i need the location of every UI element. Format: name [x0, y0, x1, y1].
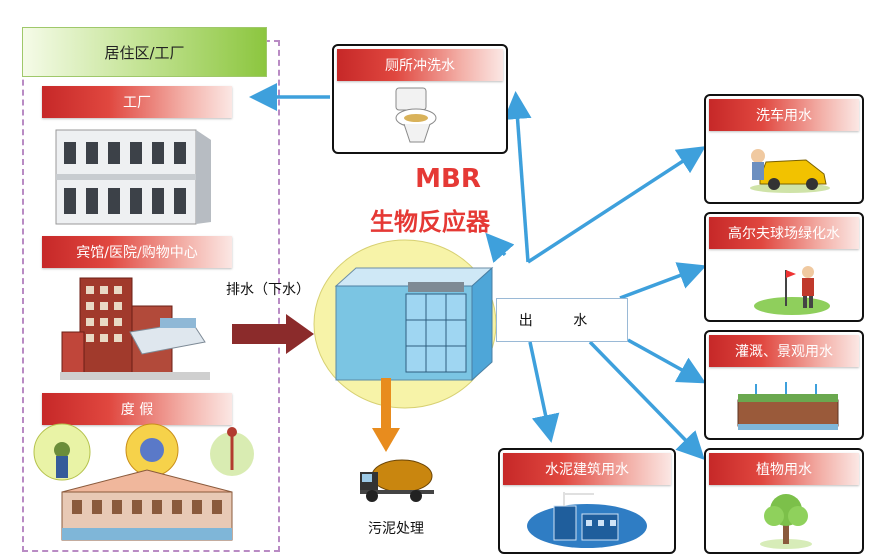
- use-card-golf: 高尔夫球场绿化水: [704, 212, 864, 322]
- use-label-irrigation: 灌溉、景观用水: [709, 335, 859, 367]
- car-wash-icon: [750, 149, 830, 193]
- sludge-truck-icon: [360, 459, 434, 502]
- resort-scene-icon: [33, 423, 254, 541]
- sludge-label: 污泥处理: [368, 521, 424, 537]
- use-card-construction: 水泥建筑用水: [498, 448, 676, 554]
- inflow-arrow: [232, 314, 314, 354]
- source-zone-header: 居住区/工厂: [22, 27, 267, 77]
- golf-icon: [754, 266, 830, 315]
- use-label-golf: 高尔夫球场绿化水: [709, 217, 859, 249]
- use-label-car-wash: 洗车用水: [709, 99, 859, 131]
- irrigation-icon: [737, 382, 839, 430]
- inflow-label: 排水（下水）: [226, 282, 310, 298]
- factory-building-icon: [55, 129, 211, 225]
- use-card-plant: 植物用水: [704, 448, 864, 554]
- use-label-construction: 水泥建筑用水: [503, 453, 671, 485]
- plant-icon: [760, 494, 812, 549]
- use-card-toilet: 厕所冲洗水: [332, 44, 508, 154]
- use-card-car-wash: 洗车用水: [704, 94, 864, 204]
- construction-icon: [527, 492, 647, 548]
- use-card-irrigation: 灌溉、景观用水: [704, 330, 864, 440]
- source-label-hotel-hospital-mall: 宾馆/医院/购物中心: [42, 236, 232, 268]
- outlet-box: 出 水: [496, 298, 628, 342]
- use-label-plant: 植物用水: [709, 453, 859, 485]
- mbr-title-en: MBR: [415, 164, 481, 194]
- source-label-resort: 度 假: [42, 393, 232, 425]
- mbr-title-cn: 生物反应器: [370, 208, 490, 236]
- sludge-arrow: [372, 378, 400, 452]
- source-label-factory: 工厂: [42, 86, 232, 118]
- hotel-hospital-mall-icon: [60, 277, 210, 380]
- toilet-icon: [395, 87, 437, 143]
- use-label-toilet: 厕所冲洗水: [337, 49, 503, 81]
- mbr-tank-icon: [334, 266, 494, 382]
